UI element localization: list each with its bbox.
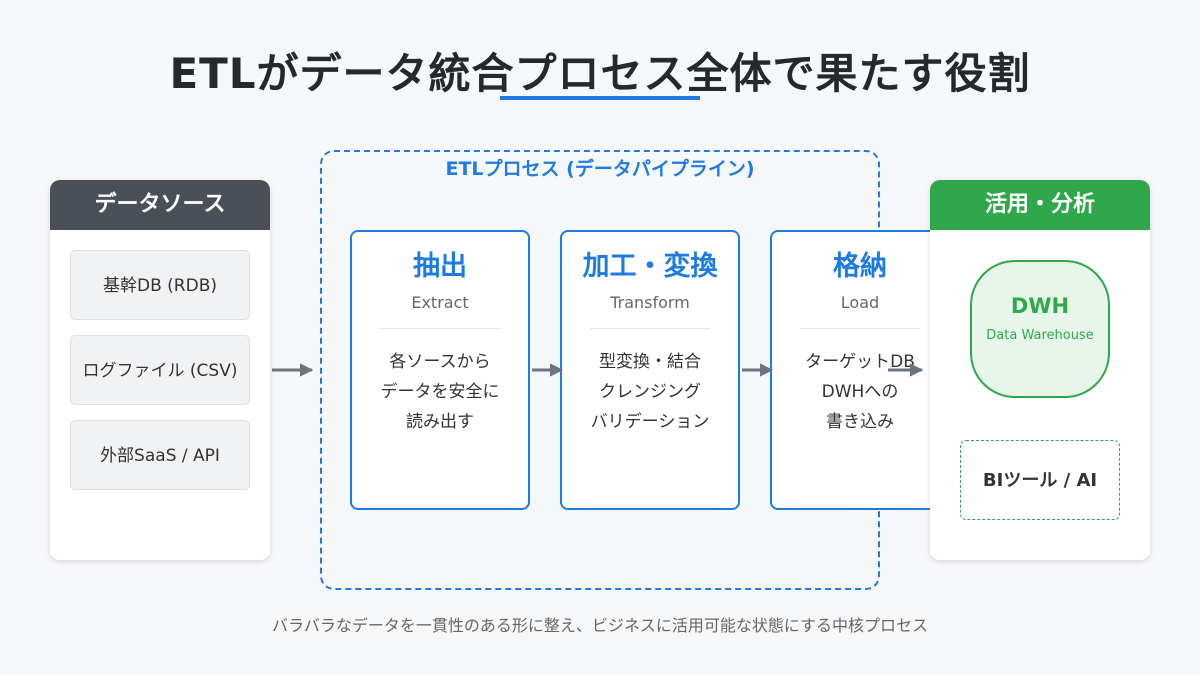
step-extract: 抽出 Extract 各ソースから データを安全に 読み出す — [350, 230, 530, 510]
usage-card: 活用・分析 DWH Data Warehouse BIツール / AI — [930, 180, 1150, 560]
data-source-card: データソース 基幹DB (RDB) ログファイル (CSV) 外部SaaS / … — [50, 180, 270, 560]
step-load-title: 格納 — [833, 251, 887, 282]
step-extract-divider — [380, 328, 500, 329]
dwh-subtitle: Data Warehouse — [986, 328, 1094, 343]
step-transform-title: 加工・変換 — [582, 251, 718, 282]
step-transform: 加工・変換 Transform 型変換・結合 クレンジング バリデーション — [560, 230, 740, 510]
dwh-title: DWH — [1010, 294, 1070, 318]
step-load-english: Load — [840, 293, 880, 312]
step-extract-english: Extract — [411, 293, 469, 312]
source-item-log-file: ログファイル (CSV) — [70, 335, 250, 405]
dwh-node: DWH Data Warehouse — [970, 260, 1110, 398]
step-extract-description: 各ソースから データを安全に 読み出す — [380, 352, 500, 432]
usage-header: 活用・分析 — [930, 180, 1150, 230]
step-load-divider — [800, 328, 920, 329]
etl-process-label: ETLプロセス (データパイプライン) — [445, 158, 755, 180]
step-transform-divider — [590, 328, 710, 329]
source-item-core-db: 基幹DB (RDB) — [70, 250, 250, 320]
source-item-external-saas: 外部SaaS / API — [70, 420, 250, 490]
step-transform-english: Transform — [610, 293, 690, 312]
step-load-description: ターゲットDB DWHへの 書き込み — [805, 352, 915, 432]
bi-tools-node: BIツール / AI — [960, 440, 1120, 520]
step-extract-title: 抽出 — [413, 251, 467, 282]
title-underline — [500, 96, 700, 100]
footer-caption: バラバラなデータを一貫性のある形に整え、ビジネスに活用可能な状態にする中核プロセ… — [271, 616, 928, 635]
step-transform-description: 型変換・結合 クレンジング バリデーション — [590, 352, 710, 432]
data-source-header: データソース — [50, 180, 270, 230]
page-title: ETLがデータ統合プロセス全体で果たす役割 — [169, 49, 1031, 98]
